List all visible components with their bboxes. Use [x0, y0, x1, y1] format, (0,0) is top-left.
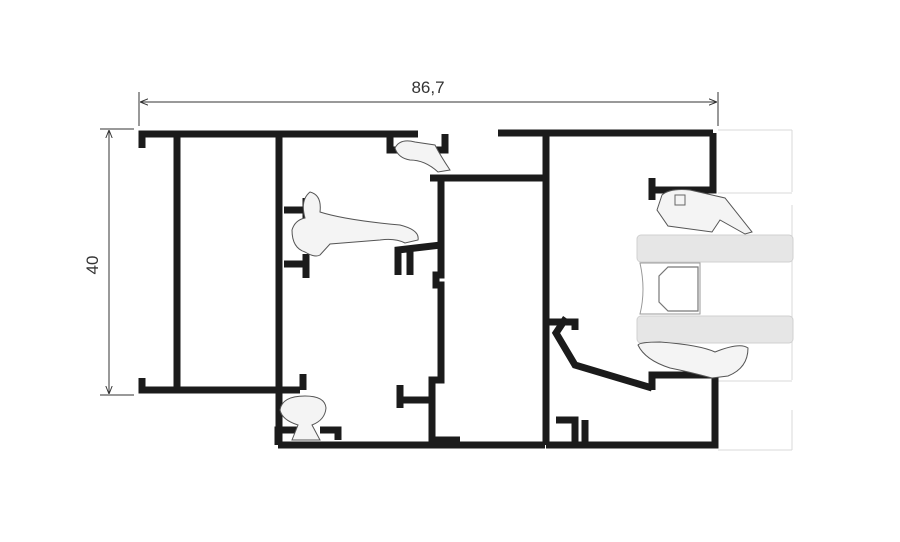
gasket-chamber	[674, 194, 686, 206]
height-dimension: 40	[83, 128, 134, 396]
width-label: 86,7	[411, 78, 444, 97]
glass-guides	[718, 129, 793, 451]
glazing-gasket-inner	[637, 341, 749, 379]
gasket-top	[394, 140, 451, 173]
gasket-bottom-bulb	[279, 395, 327, 441]
spacer-bar	[639, 262, 701, 315]
gaskets	[279, 140, 753, 441]
glazing-unit	[636, 234, 794, 344]
spacer-cavity	[658, 266, 699, 312]
height-label: 40	[83, 256, 102, 275]
gasket-center-seal	[291, 191, 419, 257]
width-dimension: 86,7	[138, 78, 719, 126]
glass-pane-inner	[636, 315, 794, 344]
glass-pane-outer	[636, 234, 794, 263]
glazing-gasket-outer	[656, 189, 753, 235]
